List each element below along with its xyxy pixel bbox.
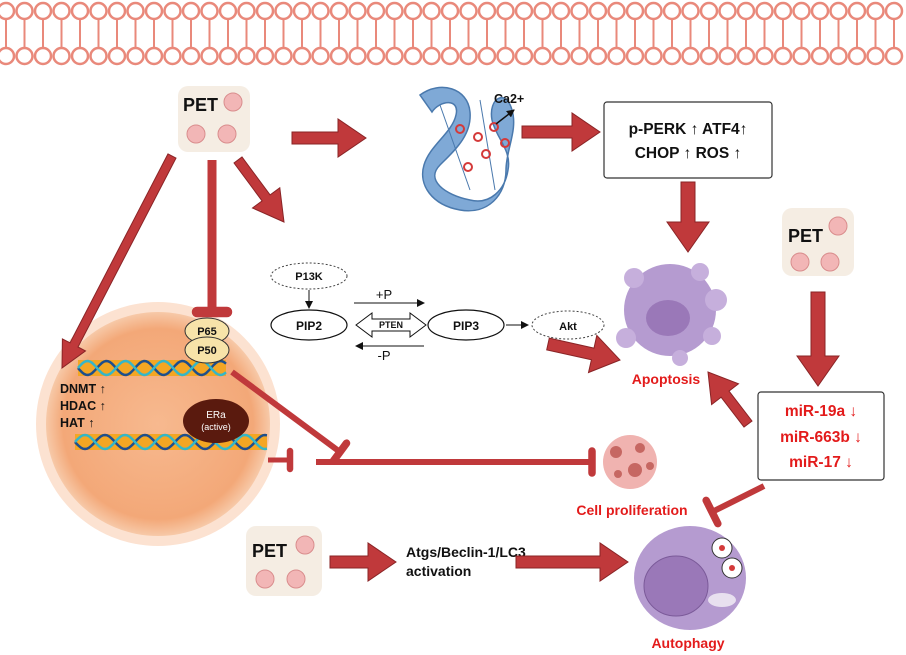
flow-arrow — [291, 118, 367, 158]
cell-proliferation-label: Cell proliferation — [576, 502, 687, 518]
flow-arrow — [707, 371, 753, 428]
mir-663b-label: miR-663b ↓ — [780, 429, 862, 446]
p13k-label: P13K — [295, 271, 323, 283]
mirna-box: miR-19a ↓ miR-663b ↓ miR-17 ↓ — [757, 391, 885, 481]
atgs-beclin-lc3-label: Atgs/Beclin-1/LC3 — [406, 544, 526, 560]
pet-label: PET — [183, 95, 218, 115]
flow-arrow — [666, 181, 710, 253]
akt-label: Akt — [559, 321, 577, 333]
proliferating-cell — [603, 435, 657, 489]
minus-p-label: -P — [378, 348, 391, 363]
era-state-label: (active) — [201, 422, 231, 432]
endoplasmic-reticulum — [418, 86, 515, 212]
autophagy-label: Autophagy — [651, 635, 724, 651]
flow-arrow — [61, 153, 177, 369]
mir-19a-label: miR-19a ↓ — [785, 403, 857, 420]
pet-label: PET — [252, 541, 287, 561]
pip2-label: PIP2 — [296, 319, 322, 333]
cell-membrane — [0, 1, 904, 66]
activation-label: activation — [406, 563, 471, 579]
apoptosis-label: Apoptosis — [632, 371, 701, 387]
inhibition-bar — [329, 439, 351, 465]
pet-box-right: PET — [782, 208, 854, 276]
flow-arrow — [546, 334, 621, 374]
hat-label: HAT ↑ — [60, 416, 95, 430]
p65-label: P65 — [197, 326, 217, 338]
ca2-label: Ca2+ — [494, 92, 524, 106]
p50-label: P50 — [197, 345, 217, 357]
pet-label: PET — [788, 226, 823, 246]
dnmt-label: DNMT ↑ — [60, 382, 106, 396]
flow-arrow — [515, 542, 629, 582]
inhibition-line — [230, 369, 342, 455]
arrows — [61, 112, 840, 582]
dna-upper — [77, 359, 227, 377]
mir-17-label: miR-17 ↓ — [789, 454, 853, 471]
pten-label: PTEN — [379, 320, 403, 330]
era-active: ERa (active) — [183, 399, 249, 443]
p65-p50-complex: P65 P50 — [184, 317, 230, 364]
flow-arrow — [329, 542, 397, 582]
pet-box-bottom: PET — [246, 526, 322, 596]
autophagy-cell — [634, 526, 746, 630]
plus-p-label: +P — [376, 287, 392, 302]
er-stress-line2: CHOP ↑ ROS ↑ — [635, 145, 742, 162]
inhibition-bar — [702, 496, 722, 528]
apoptotic-cell — [616, 263, 727, 366]
hdac-label: HDAC ↑ — [60, 399, 106, 413]
er-stress-line1: p-PERK ↑ ATF4↑ — [629, 121, 748, 138]
era-label: ERa — [206, 410, 226, 421]
pet-box-top: PET — [178, 86, 250, 152]
flow-arrow — [796, 291, 840, 387]
pip3-label: PIP3 — [453, 319, 479, 333]
flow-arrow — [521, 112, 601, 152]
inhibition-line — [710, 483, 766, 515]
pi3k-akt-pathway: P13K PIP2 +P PTEN -P PIP3 Akt — [270, 262, 605, 363]
flow-arrow — [233, 156, 285, 223]
er-stress-box: p-PERK ↑ ATF4↑ CHOP ↑ ROS ↑ — [603, 101, 773, 179]
